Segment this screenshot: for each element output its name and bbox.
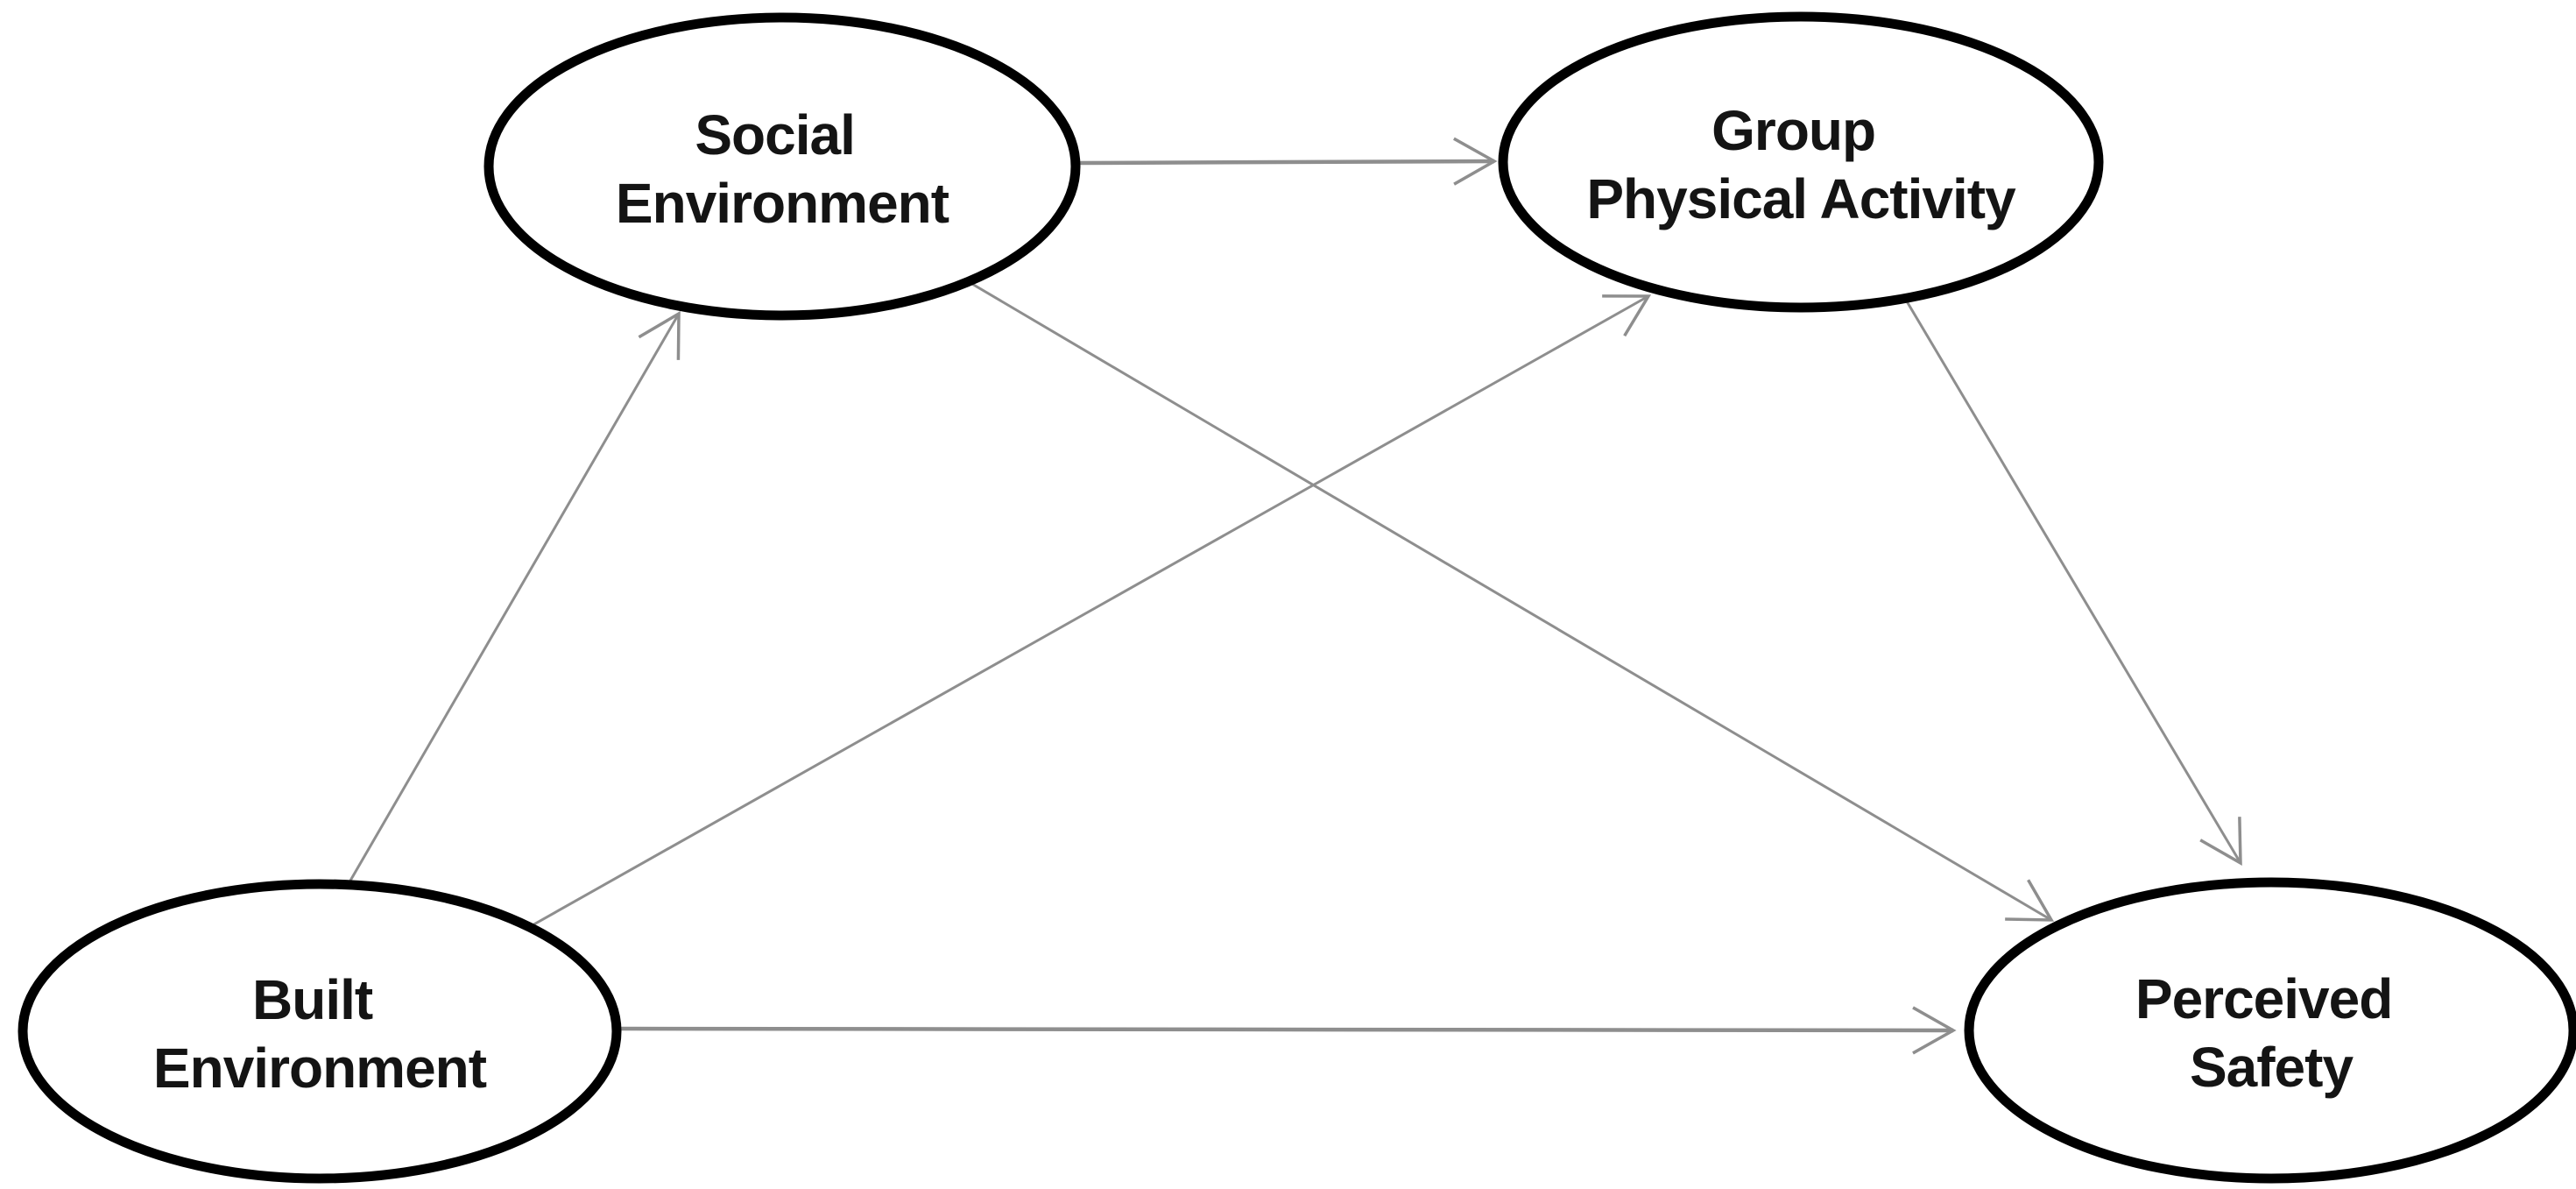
edge-group-to-perceived bbox=[1905, 301, 2242, 867]
node-group-physical-activity: Group Physical Activity bbox=[1498, 11, 2104, 313]
label-line-1: Perceived bbox=[2135, 967, 2392, 1030]
node-built-environment-label: Built Environment bbox=[153, 968, 487, 1100]
label-line-1: Group bbox=[1711, 99, 1875, 162]
node-perceived-safety-label: Perceived Safety bbox=[2135, 967, 2407, 1099]
edge-social-to-group bbox=[1078, 137, 1498, 186]
node-group-physical-activity-label: Group Physical Activity bbox=[1586, 99, 2016, 230]
edge-built-to-social bbox=[349, 310, 681, 881]
label-line-2: Safety bbox=[2190, 1036, 2354, 1099]
node-social-environment-shape bbox=[483, 12, 1081, 321]
node-group-physical-activity-shape bbox=[1498, 11, 2104, 313]
edge-social-to-perceived bbox=[965, 279, 2055, 922]
node-social-environment: Social Environment bbox=[483, 12, 1081, 321]
label-line-1: Built bbox=[252, 968, 373, 1031]
label-line-2: Physical Activity bbox=[1586, 167, 2016, 230]
label-line-2: Environment bbox=[153, 1037, 487, 1100]
label-line-2: Environment bbox=[616, 172, 949, 235]
node-perceived-safety-shape bbox=[1964, 877, 2576, 1184]
node-built-environment-shape bbox=[18, 879, 622, 1184]
edge-built-to-perceived bbox=[619, 1006, 1957, 1055]
node-perceived-safety: Perceived Safety bbox=[1964, 877, 2576, 1184]
node-social-environment-label: Social Environment bbox=[616, 103, 949, 235]
node-built-environment: Built Environment bbox=[18, 879, 622, 1184]
label-line-1: Social bbox=[695, 103, 855, 166]
edge-built-to-group bbox=[530, 294, 1652, 928]
